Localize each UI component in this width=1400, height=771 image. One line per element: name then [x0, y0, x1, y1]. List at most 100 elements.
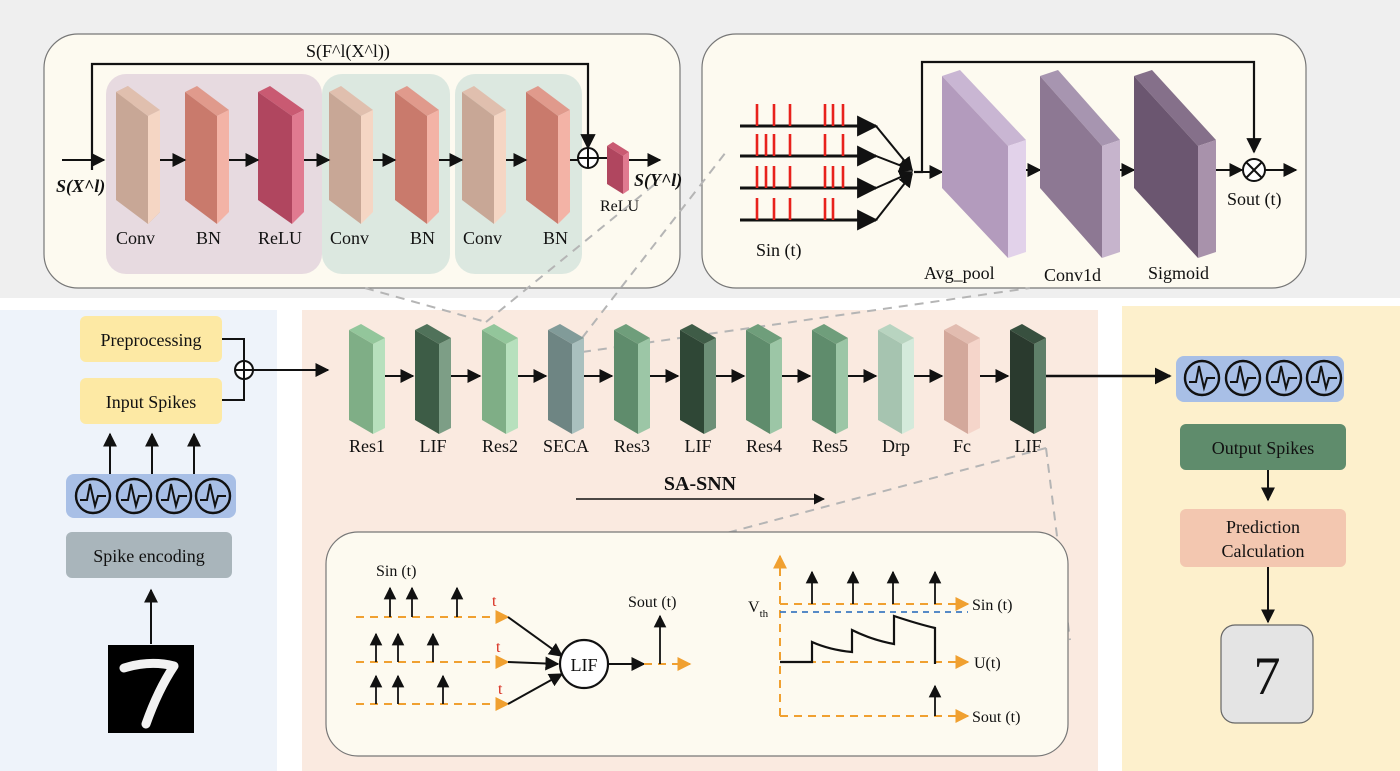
- skip-label: S(F^l(X^l)): [306, 41, 390, 62]
- seca-output-label: Sout (t): [1227, 189, 1282, 210]
- layer-label: Conv1d: [1044, 265, 1101, 285]
- output-panel: Output Spikes Prediction Calculation 7: [1176, 356, 1346, 724]
- layer-front-face: [680, 330, 704, 434]
- seca-input-label: Sin (t): [756, 240, 802, 261]
- prediction-box: [1180, 509, 1346, 567]
- prediction-label-line2: Calculation: [1222, 541, 1305, 561]
- layer-side-face: [770, 338, 782, 434]
- network-layer-label: Res3: [614, 436, 650, 456]
- network-layer-label: SECA: [543, 436, 589, 456]
- lif-sout-label: Sout (t): [628, 594, 676, 611]
- layer-conv1d: [1040, 70, 1120, 258]
- layer-label: ReLU: [258, 228, 302, 248]
- input-label: S(X^l): [56, 176, 105, 197]
- lif-detail-panel: Sin (t) t t t LIF Sout (t): [325, 531, 1069, 757]
- network-title: SA-SNN: [664, 473, 737, 495]
- neuron-icon: [115, 477, 153, 515]
- network-layer-res2: Res2: [482, 324, 548, 456]
- layer-front-face: [349, 330, 373, 434]
- layer-side-face: [439, 338, 451, 434]
- result-digit: 7: [1254, 646, 1281, 706]
- layer-conv-1: [116, 86, 160, 224]
- sum-node-icon: [234, 360, 254, 380]
- layer-label: Conv: [463, 228, 502, 248]
- layer-label: BN: [410, 228, 435, 248]
- layer-top-face: [548, 324, 584, 344]
- spike-encoding-label: Spike encoding: [93, 546, 204, 566]
- output-label: S(Y^l): [634, 170, 682, 191]
- multiply-node-icon: [1242, 158, 1266, 182]
- network-layer-fc: Fc: [944, 324, 1010, 456]
- neuron-icon: [1224, 359, 1262, 397]
- layer-side-face: [704, 338, 716, 434]
- plot-sin-label: Sin (t): [972, 597, 1012, 614]
- layer-bn-2: [395, 86, 439, 224]
- neuron-icon: [155, 477, 193, 515]
- neuron-icon: [1305, 359, 1343, 397]
- preprocessing-box: [80, 316, 222, 362]
- layer-bn-1: [185, 86, 229, 224]
- network-layer-label: LIF: [420, 436, 447, 456]
- input-spikes-box: [80, 378, 222, 424]
- plot-u-label: U(t): [974, 655, 1001, 672]
- layer-side-face: [638, 338, 650, 434]
- network-layer-lif: LIF: [1010, 324, 1046, 456]
- neuron-icon: [1265, 359, 1303, 397]
- layer-conv-2: [329, 86, 373, 224]
- layer-front-face: [1010, 330, 1034, 434]
- layer-front-face: [746, 330, 770, 434]
- network-layer-label: LIF: [685, 436, 712, 456]
- layer-label: Conv: [330, 228, 369, 248]
- layer-top-face: [1010, 324, 1046, 344]
- layer-top-face: [878, 324, 914, 344]
- network-layer-seca: SECA: [543, 324, 614, 456]
- layer-side-face: [902, 338, 914, 434]
- neuron-icon: [74, 477, 112, 515]
- layer-top-face: [614, 324, 650, 344]
- network-layer-label: Res2: [482, 436, 518, 456]
- network-layer-lif: LIF: [680, 324, 746, 456]
- layer-relu-1: [258, 86, 304, 224]
- network-layer-res5: Res5: [812, 324, 878, 456]
- layer-top-face: [746, 324, 782, 344]
- layer-bn-3: [526, 86, 570, 224]
- layer-side-face: [1034, 338, 1046, 434]
- layer-label: BN: [196, 228, 221, 248]
- network-layer-label: Res1: [349, 436, 385, 456]
- network-layer-res3: Res3: [614, 324, 680, 456]
- layer-side-face: [968, 338, 980, 434]
- layer-front-face: [614, 330, 638, 434]
- network-layer-res1: Res1: [349, 324, 415, 456]
- preprocessing-label: Preprocessing: [101, 330, 202, 350]
- network-layer-lif: LIF: [415, 324, 482, 456]
- layer-label: Conv: [116, 228, 155, 248]
- layer-conv-3: [462, 86, 506, 224]
- result-box: [1220, 624, 1314, 724]
- layer-relu-out: [607, 142, 629, 194]
- layer-side-face: [506, 338, 518, 434]
- lif-sin-label: Sin (t): [376, 563, 416, 580]
- layer-top-face: [680, 324, 716, 344]
- relu-out-label: ReLU: [600, 198, 640, 215]
- layer-front-face: [812, 330, 836, 434]
- output-spikes-label: Output Spikes: [1212, 438, 1315, 458]
- lif-node-label: LIF: [571, 655, 598, 675]
- neuron-icon: [194, 477, 232, 515]
- network-layer-drp: Drp: [878, 324, 944, 456]
- input-panel: Preprocessing Input Spikes: [66, 316, 330, 733]
- neuron-icon: [1183, 359, 1221, 397]
- layer-top-face: [944, 324, 980, 344]
- residual-block-panel: S(F^l(X^l)) S(X^l): [43, 33, 682, 289]
- input-spikes-label: Input Spikes: [106, 392, 197, 412]
- prediction-label-line1: Prediction: [1226, 517, 1300, 537]
- layer-side-face: [572, 338, 584, 434]
- layer-front-face: [482, 330, 506, 434]
- layer-avg-pool: [942, 70, 1026, 258]
- time-label: t: [496, 639, 501, 656]
- seca-block-panel: Sin (t) Sout (t) Avg_pool: [701, 33, 1307, 289]
- layer-top-face: [482, 324, 518, 344]
- network-layer-label: LIF: [1015, 436, 1042, 456]
